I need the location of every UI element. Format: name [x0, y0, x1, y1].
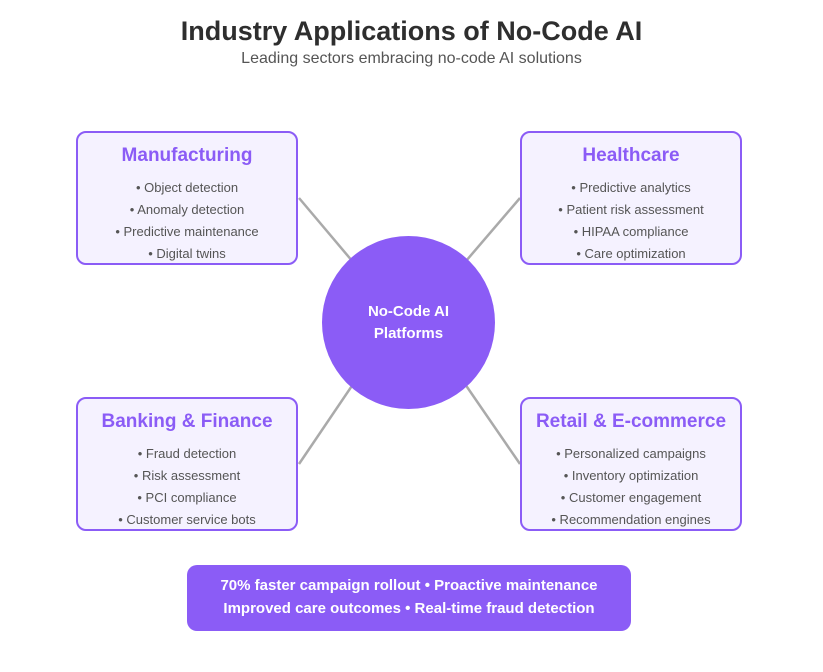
sector-title: Banking & Finance — [101, 411, 273, 432]
list-item: • Predictive maintenance — [115, 224, 259, 239]
sector-list: • Object detection • Anomaly detection •… — [78, 177, 296, 265]
sector-list: • Personalized campaigns • Inventory opt… — [522, 443, 740, 531]
list-item: • Customer service bots — [118, 512, 256, 527]
benefits-banner: 70% faster campaign rollout • Proactive … — [187, 565, 631, 631]
list-item: • Customer engagement — [560, 490, 702, 505]
sector-card-banking-finance: Banking & Finance • Fraud detection • Ri… — [76, 397, 298, 531]
sector-title: Healthcare — [582, 145, 680, 166]
banner-line-1: 70% faster campaign rollout • Proactive … — [220, 577, 598, 594]
list-item: • Patient risk assessment — [558, 202, 704, 217]
sector-title: Retail & E-commerce — [535, 411, 727, 432]
list-item: • Predictive analytics — [571, 180, 691, 195]
list-item: • Care optimization — [576, 246, 686, 261]
sector-card-retail-ecommerce: Retail & E-commerce • Personalized campa… — [520, 397, 742, 531]
list-item: • Digital twins — [148, 246, 226, 261]
page-title: Industry Applications of No-Code AI — [180, 16, 643, 46]
sector-list: • Fraud detection • Risk assessment • PC… — [78, 443, 296, 531]
list-item: • Risk assessment — [133, 468, 241, 483]
page-subtitle: Leading sectors embracing no-code AI sol… — [241, 50, 582, 67]
list-item: • Fraud detection — [137, 446, 237, 461]
list-item: • Object detection — [135, 180, 239, 195]
sector-card-manufacturing: Manufacturing • Object detection • Anoma… — [76, 131, 298, 265]
list-item: • Personalized campaigns — [556, 446, 706, 461]
list-item: • Recommendation engines — [551, 512, 711, 527]
sector-card-healthcare: Healthcare • Predictive analytics • Pati… — [520, 131, 742, 265]
banner-line-2: Improved care outcomes • Real-time fraud… — [223, 600, 595, 617]
list-item: • HIPAA compliance — [573, 224, 689, 239]
list-item: • PCI compliance — [137, 490, 237, 505]
sector-list: • Predictive analytics • Patient risk as… — [522, 177, 740, 265]
hub-circle: No-Code AI Platforms — [322, 236, 495, 409]
list-item: • Anomaly detection — [129, 202, 245, 217]
sector-title: Manufacturing — [121, 145, 253, 166]
list-item: • Inventory optimization — [563, 468, 699, 483]
hub-label: No-Code AI Platforms — [367, 302, 450, 342]
